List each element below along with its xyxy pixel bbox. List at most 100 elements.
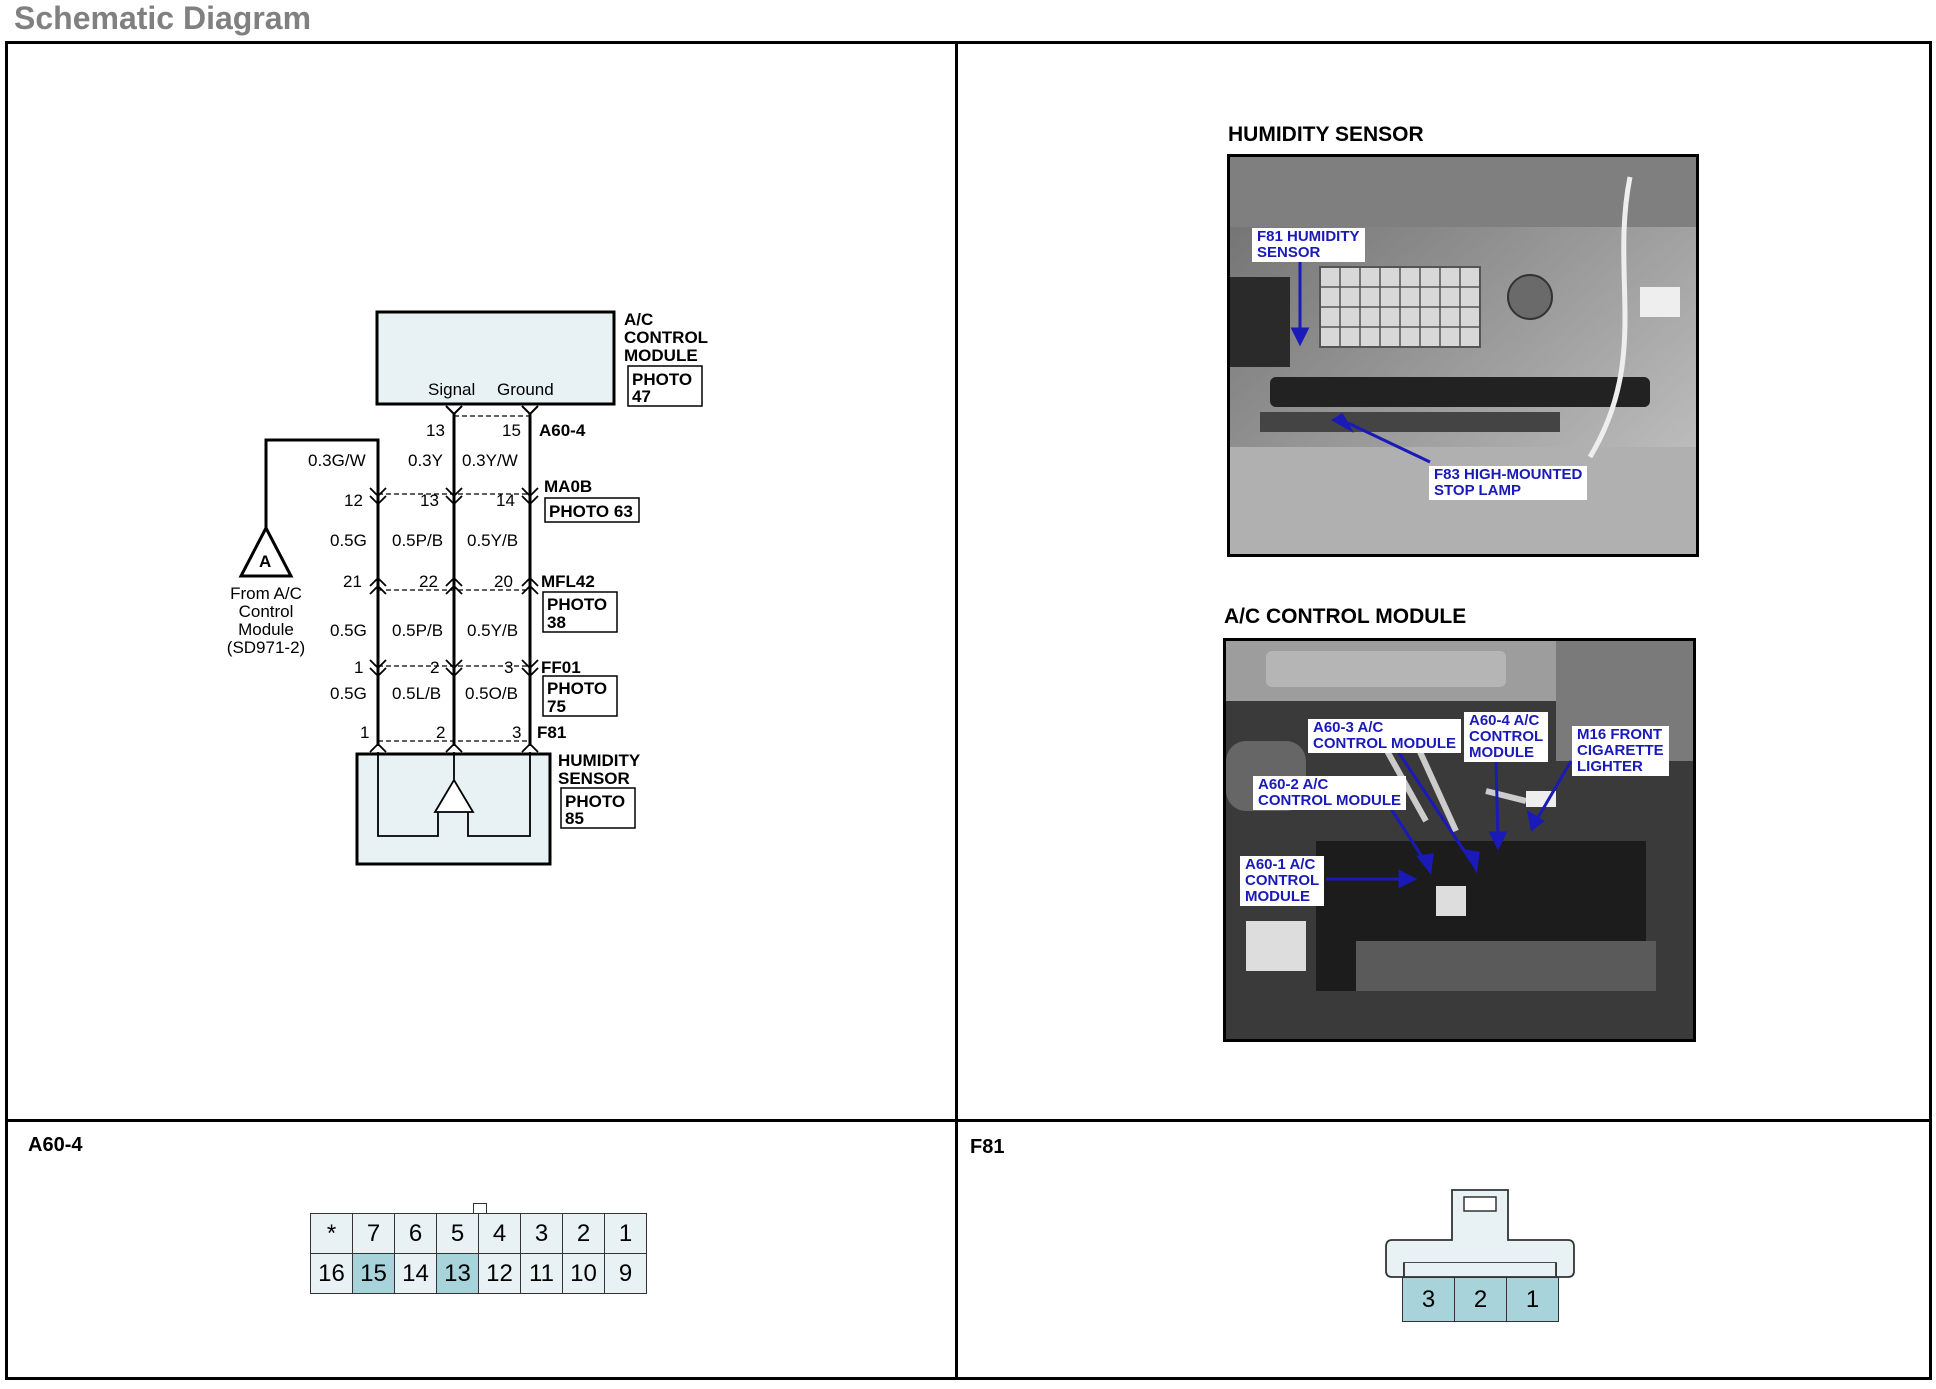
wire-label-r3-c: 0.5Y/B: [467, 621, 518, 640]
ac-control-module-box: [375, 310, 616, 406]
a60-4-connector-id: A60-4: [539, 421, 586, 440]
callout-a60-3: A60-3 A/C CONTROL MODULE: [1308, 719, 1462, 753]
wire-offpage-a: [264, 438, 380, 528]
module-name-line3: MODULE: [624, 346, 698, 365]
callout-a60-1: A60-1 A/C CONTROL MODULE: [1240, 856, 1325, 906]
module-signal-label: Signal: [428, 380, 475, 399]
a60-4-pin-cell: 15: [353, 1254, 395, 1294]
ff01-chevron-1: [369, 659, 387, 678]
f81-connector-face: 3 2 1: [1402, 1277, 1559, 1322]
mfl42-pin-22: 22: [419, 572, 438, 591]
sensor-internal-wiring: [377, 752, 531, 837]
offpage-text-line3: Module: [238, 620, 294, 639]
ma0b-chevron-3: [521, 487, 539, 506]
offpage-letter: A: [259, 552, 271, 571]
a60-4-pin-15: 15: [502, 421, 521, 440]
mfl42-photo-line2: 38: [547, 613, 566, 632]
f81-chevron-1: [369, 742, 387, 753]
wire-label-r1-b: 0.3Y: [408, 451, 443, 470]
offpage-text-line4: (SD971-2): [227, 638, 305, 657]
wire-label-r2-b: 0.5P/B: [392, 531, 443, 550]
ma0b-connector-id: MA0B: [544, 477, 592, 496]
module-pin-chevron-ground: [521, 405, 539, 416]
ma0b-pin-13: 13: [420, 491, 439, 510]
module-ground-label: Ground: [497, 380, 554, 399]
a60-4-pin-cell: 7: [353, 1214, 395, 1254]
offpage-triangle-icon: [238, 524, 294, 578]
a60-4-pin-cell: 13: [437, 1254, 479, 1294]
ma0b-pin-14: 14: [496, 491, 515, 510]
callout-a60-4: A60-4 A/C CONTROL MODULE: [1464, 712, 1549, 762]
humidity-photo-title: HUMIDITY SENSOR: [1228, 123, 1424, 146]
a60-4-pin-cell: 2: [563, 1214, 605, 1254]
ff01-pin-1: 1: [354, 658, 363, 677]
ac-module-photo-title: A/C CONTROL MODULE: [1224, 605, 1467, 628]
a60-4-pin-cell: 5: [437, 1214, 479, 1254]
mfl42-pin-20: 20: [494, 572, 513, 591]
module-pin-chevron-signal: [445, 405, 463, 416]
ff01-photo-line2: 75: [547, 697, 566, 716]
sensor-photo-line2: 85: [565, 809, 584, 828]
a60-4-pin-cell: 3: [521, 1214, 563, 1254]
callout-m16-cigarette-lighter: M16 FRONT CIGARETTE LIGHTER: [1572, 726, 1669, 776]
ff01-chevron-3: [521, 659, 539, 678]
callout-f83-stop-lamp: F83 HIGH-MOUNTED STOP LAMP: [1429, 466, 1588, 500]
wire-label-r2-c: 0.5Y/B: [467, 531, 518, 550]
module-photo-line1: PHOTO: [632, 370, 692, 389]
sensor-photo-line1: PHOTO: [565, 792, 625, 811]
a60-4-pin-cell: 6: [395, 1214, 437, 1254]
f81-pin-cell: 1: [1507, 1278, 1559, 1322]
f81-pin-3: 3: [512, 723, 521, 742]
module-photo-line2: 47: [632, 387, 651, 406]
ff01-photo-line1: PHOTO: [547, 679, 607, 698]
diagram-frame: [5, 41, 1932, 1380]
wire-label-r4-c: 0.5O/B: [465, 684, 518, 703]
sensor-symbol-icon: [433, 752, 475, 813]
ma0b-chevron-2: [445, 487, 463, 506]
mfl42-connector-id: MFL42: [541, 572, 595, 591]
f81-connector-id: F81: [537, 723, 566, 742]
mfl42-pin-21: 21: [343, 572, 362, 591]
f81-view-label: F81: [970, 1136, 1005, 1158]
ma0b-photo-label: PHOTO 63: [549, 502, 633, 521]
vertical-divider: [955, 41, 958, 1380]
sensor-name-line1: HUMIDITY: [558, 751, 641, 770]
ma0b-pin-12: 12: [344, 491, 363, 510]
offpage-text-line2: Control: [239, 602, 294, 621]
ff01-pin-2: 2: [430, 658, 439, 677]
mfl42-photo-box: [542, 591, 618, 633]
wire-label-r1-c: 0.3Y/W: [462, 451, 518, 470]
a60-4-pin-cell: 9: [605, 1254, 647, 1294]
module-name-line2: CONTROL: [624, 328, 708, 347]
mfl42-photo-line1: PHOTO: [547, 595, 607, 614]
wire-label-r3-b: 0.5P/B: [392, 621, 443, 640]
wire-label-r4-a: 0.5G: [330, 684, 367, 703]
module-name-line1: A/C: [624, 310, 653, 329]
f81-pin-1: 1: [360, 723, 369, 742]
horizontal-divider: [5, 1119, 1932, 1122]
wire-label-r4-b: 0.5L/B: [392, 684, 441, 703]
ff01-connector-id: FF01: [541, 658, 581, 677]
a60-4-pin-cell: 16: [311, 1254, 353, 1294]
f81-pin-cell: 3: [1403, 1278, 1455, 1322]
a60-4-pin-cell: 14: [395, 1254, 437, 1294]
a60-4-pin-13: 13: [426, 421, 445, 440]
ma0b-photo-box: [544, 497, 640, 523]
f81-chevron-3: [521, 742, 539, 753]
f81-pin-2: 2: [436, 723, 445, 742]
schematic-diagram: Signal Ground A/C CONTROL MODULE PHOTO 4…: [227, 310, 708, 866]
f81-chevron-2: [445, 742, 463, 753]
a60-4-pin-cell: 11: [521, 1254, 563, 1294]
a60-4-connector-face: * 7 6 5 4 3 2 1 16 15 14 13 12 11 10 9: [310, 1213, 647, 1294]
callout-a60-2: A60-2 A/C CONTROL MODULE: [1253, 776, 1407, 810]
ma0b-chevron-1: [369, 487, 387, 506]
mfl42-chevron-2: [445, 576, 463, 595]
sensor-photo-box: [560, 787, 636, 829]
wire-label-r3-a: 0.5G: [330, 621, 367, 640]
offpage-text-line1: From A/C: [230, 584, 302, 603]
f81-pin-cell: 2: [1455, 1278, 1507, 1322]
ff01-pin-3: 3: [504, 658, 513, 677]
mfl42-chevron-3: [521, 576, 539, 595]
ac-module-photo-image: [1226, 641, 1693, 1039]
ff01-photo-box: [542, 675, 618, 717]
